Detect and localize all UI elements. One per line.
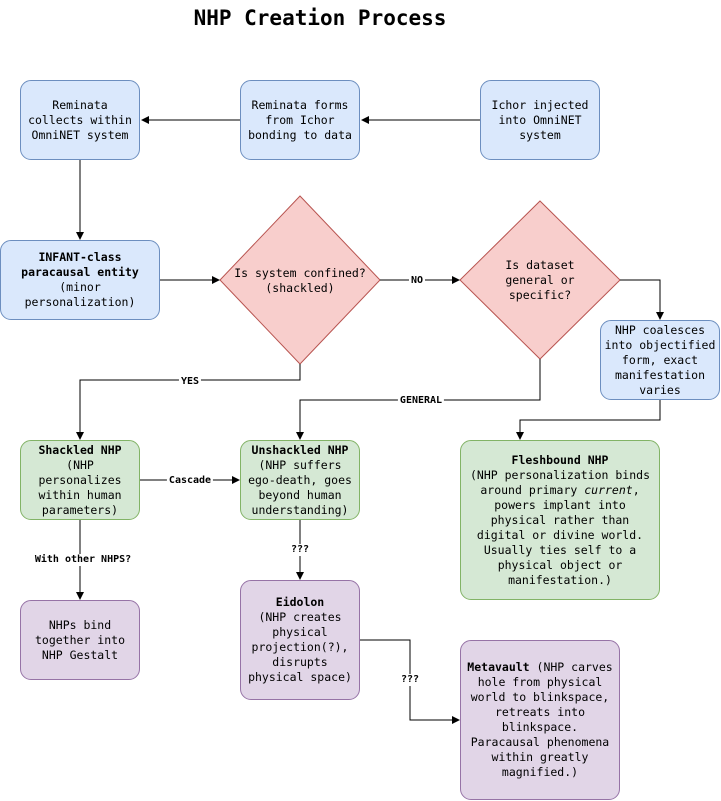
node-infant-class: INFANT-class paracausal entity (minor pe… bbox=[0, 240, 160, 320]
edge-label-with-other: With other NHPS? bbox=[32, 554, 134, 566]
edge-label-no: NO bbox=[408, 275, 426, 287]
decision-confined-text: Is system confined? (shackled) bbox=[234, 266, 366, 295]
decision-dataset-text: Is dataset general or specific? bbox=[505, 258, 575, 302]
node-reminata-forms: Reminata forms from Ichor bonding to dat… bbox=[240, 80, 360, 160]
edge-dataset-specific bbox=[620, 279, 664, 320]
edge-label-q2: ??? bbox=[398, 674, 422, 686]
node-unshackled-heading: Unshackled NHP bbox=[251, 442, 349, 457]
node-shackled-nhp: Shackled NHP (NHP personalizes within hu… bbox=[20, 440, 140, 520]
diagram-title: NHP Creation Process bbox=[193, 6, 447, 30]
edge-label-yes: YES bbox=[178, 376, 202, 388]
edge-label-cascade: Cascade bbox=[166, 475, 214, 487]
edge-coalesces-to-fleshbound bbox=[516, 400, 661, 440]
node-nhp-gestalt: NHPs bind together into NHP Gestalt bbox=[20, 600, 140, 680]
node-eidolon: Eidolon (NHP creates physical projection… bbox=[240, 580, 360, 700]
node-eidolon-heading: Eidolon bbox=[275, 595, 325, 609]
node-shackled-heading: Shackled NHP bbox=[38, 442, 122, 457]
node-fleshbound-nhp: Fleshbound NHP (NHP personalization bind… bbox=[460, 440, 660, 600]
node-metavault-heading: Metavault bbox=[467, 660, 530, 674]
node-unshackled-nhp: Unshackled NHP (NHP suffers ego-death, g… bbox=[240, 440, 360, 520]
node-infant-heading: INFANT-class paracausal entity bbox=[21, 250, 139, 279]
edge-label-q1: ??? bbox=[288, 544, 312, 556]
node-fleshbound-heading: Fleshbound NHP bbox=[511, 452, 609, 467]
node-nhp-coalesces: NHP coalesces into objectified form, exa… bbox=[600, 320, 720, 400]
node-ichor-injected: Ichor injected into OmniNET system bbox=[480, 80, 600, 160]
node-metavault: Metavault (NHP carves hole from physical… bbox=[460, 640, 620, 800]
edge-label-general: GENERAL bbox=[397, 395, 445, 407]
node-reminata-collects: Reminata collects within OmniNET system bbox=[20, 80, 140, 160]
